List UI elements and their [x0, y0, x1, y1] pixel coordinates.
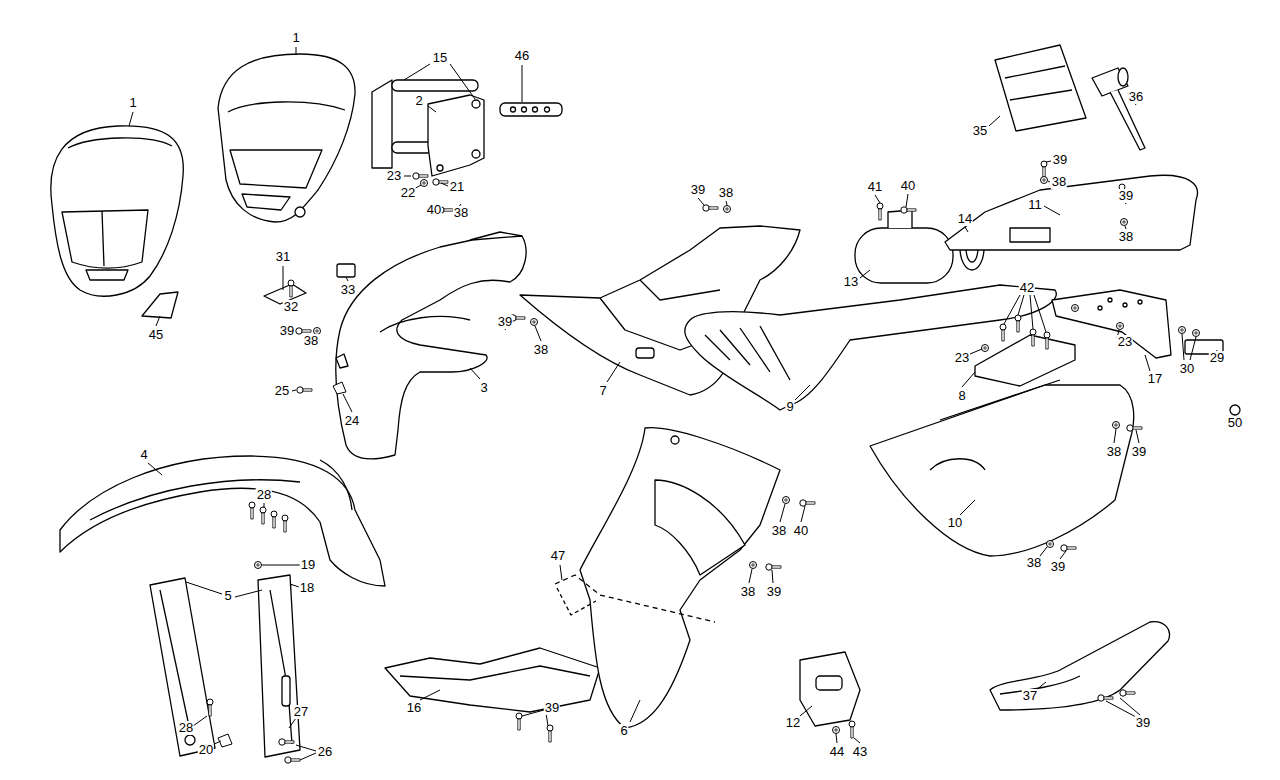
callout-number: 17: [1147, 372, 1163, 386]
callout-number: 25: [274, 384, 290, 398]
headlight-fairing: [218, 54, 355, 222]
callout-number: 18: [299, 581, 315, 595]
callout-number: 4: [139, 448, 148, 462]
callout-number: 15: [432, 51, 448, 65]
callout-number: 20: [198, 743, 214, 757]
callout-number: 47: [550, 549, 566, 563]
callout-number: 30: [1179, 362, 1195, 376]
callout-number: 38: [740, 585, 756, 599]
spark-plug-wrench: [1092, 68, 1145, 150]
callout-number: 38: [1118, 230, 1134, 244]
rubber-block: [337, 264, 355, 277]
callout-number: 1: [291, 31, 300, 45]
callout-number: 44: [829, 745, 845, 759]
callout-number: 29: [1209, 351, 1225, 365]
rear-side-panel: [870, 380, 1134, 556]
rear-panel: [945, 175, 1197, 250]
callout-number: 39: [544, 701, 560, 715]
callout-number: 37: [1022, 689, 1038, 703]
callout-number: 28: [178, 721, 194, 735]
fork-guard: [150, 575, 300, 757]
chain-guard: [990, 622, 1169, 710]
callout-number: 19: [300, 558, 316, 572]
callout-number: 16: [406, 701, 422, 715]
callout-number: 41: [867, 180, 883, 194]
small-cover: [142, 292, 178, 318]
callout-number: 38: [533, 343, 549, 357]
callout-number: 35: [972, 124, 988, 138]
seat: [685, 285, 1056, 410]
body-parts: [51, 45, 1240, 757]
sprocket-cover: [800, 652, 860, 726]
callout-number: 23: [954, 351, 970, 365]
callout-number: 38: [771, 524, 787, 538]
fairing-bracket: [372, 80, 484, 176]
side-panel: [336, 232, 526, 459]
fasteners: [207, 161, 1200, 763]
grommet: [1230, 405, 1240, 415]
callout-number: 26: [317, 745, 333, 759]
callout-number: 39: [279, 324, 295, 338]
callout-number: 38: [1106, 445, 1122, 459]
callout-number: 33: [340, 283, 356, 297]
callout-number: 36: [1128, 90, 1144, 104]
callout-number: 39: [1050, 560, 1066, 574]
clamp-bar: [500, 103, 562, 116]
callout-number: 1: [128, 96, 137, 110]
tool-bag: [995, 45, 1086, 131]
callout-number: 38: [718, 186, 734, 200]
callout-number: 13: [843, 275, 859, 289]
callout-number: 7: [598, 384, 607, 398]
callout-number: 22: [400, 186, 416, 200]
callout-number: 50: [1227, 416, 1243, 430]
leader-lines: [129, 47, 1235, 760]
callout-number: 38: [453, 206, 469, 220]
rear-bracket: [1052, 290, 1171, 358]
callout-number: 39: [1052, 153, 1068, 167]
callout-number: 43: [852, 745, 868, 759]
callout-number: 23: [386, 169, 402, 183]
callout-number: 27: [293, 705, 309, 719]
callout-number: 46: [514, 49, 530, 63]
callout-number: 39: [690, 183, 706, 197]
callout-number: 38: [1026, 556, 1042, 570]
callout-number: 40: [793, 524, 809, 538]
callout-number: 14: [957, 212, 973, 226]
callout-number: 39: [1118, 189, 1134, 203]
callout-number: 23: [1117, 335, 1133, 349]
callout-number: 39: [497, 315, 513, 329]
callout-number: 31: [275, 250, 291, 264]
callout-number: 12: [785, 716, 801, 730]
callout-number: 32: [283, 300, 299, 314]
radiator-shroud: [555, 428, 780, 728]
callout-number: 40: [426, 203, 442, 217]
mounting-plate: [975, 335, 1075, 386]
callout-number: 24: [344, 414, 360, 428]
callout-number: 45: [148, 328, 164, 342]
callout-number: 38: [1051, 175, 1067, 189]
callout-number: 3: [479, 381, 488, 395]
callout-number: 39: [1135, 716, 1151, 730]
callout-number: 10: [947, 516, 963, 530]
callout-number: 39: [766, 585, 782, 599]
callout-number: 28: [256, 488, 272, 502]
callout-number: 38: [303, 334, 319, 348]
callout-number: 9: [785, 400, 794, 414]
callout-number: 6: [619, 724, 628, 738]
headlight-fairing: [51, 126, 184, 296]
callout-number: 5: [223, 589, 232, 603]
callout-number: 11: [1027, 198, 1043, 212]
front-fender: [60, 456, 385, 586]
callout-number: 21: [449, 180, 465, 194]
callout-number: 2: [414, 94, 423, 108]
callout-number: 40: [900, 179, 916, 193]
callout-number: 39: [1131, 445, 1147, 459]
callout-number: 42: [1019, 281, 1035, 295]
callout-number: 8: [957, 389, 966, 403]
